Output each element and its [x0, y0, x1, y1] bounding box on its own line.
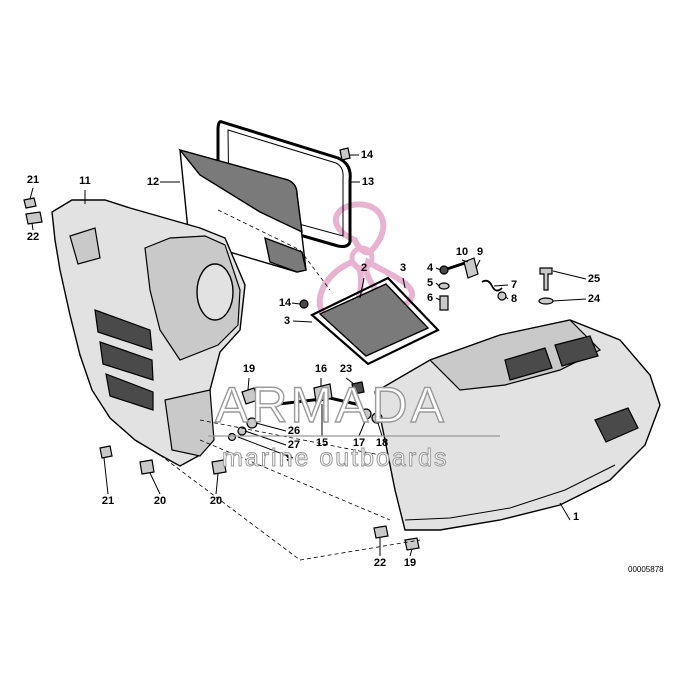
- left-panel-round-cutout: [196, 263, 234, 321]
- windscreen-mesh-hatch: [178, 148, 303, 234]
- left-side-panel-vent-1: [94, 309, 153, 351]
- reference-code: 00005878: [628, 565, 664, 574]
- callout-label: 11: [79, 175, 91, 187]
- bracket-10: [463, 257, 479, 279]
- callout-label: 14: [279, 297, 292, 309]
- screw-21-bottom: [99, 445, 113, 459]
- left-side-panel-opening-top: [69, 227, 101, 265]
- clip-19-bottom: [404, 537, 420, 551]
- assembly-dash-2: [199, 419, 381, 456]
- callout-label: 16: [315, 363, 327, 375]
- left-panel-lower-bracket: [164, 389, 215, 457]
- callout-label: 6: [427, 292, 433, 304]
- fairing-vent-2: [554, 335, 599, 367]
- callout-label: 17: [353, 437, 365, 449]
- nut-18: [371, 412, 383, 424]
- watermark-tagline: marine outboards: [222, 444, 449, 472]
- vent-grille-mesh: [318, 283, 430, 357]
- callout-label: 3: [284, 315, 290, 327]
- assembly-dash-1: [217, 209, 331, 291]
- grommet-14-lower: [299, 299, 309, 309]
- nut-8: [497, 291, 507, 301]
- watermark-brand: ARMADA: [215, 377, 447, 433]
- callout-label: 10: [456, 246, 468, 258]
- callout-label: 25: [588, 273, 600, 285]
- rubber-grommet-23: [351, 381, 365, 395]
- assembly-dash-3: [199, 439, 391, 521]
- washer-9-lower: [227, 432, 237, 442]
- screw-20-left: [139, 459, 155, 475]
- callout-label: 26: [288, 425, 300, 437]
- callout-label: 9: [477, 246, 483, 258]
- callout-label: 15: [316, 437, 328, 449]
- screw-20-right: [211, 459, 227, 475]
- strut-bracket-19: [241, 387, 259, 405]
- bolt-6: [439, 295, 449, 311]
- callout-label: 3: [400, 262, 406, 274]
- clip-14-top: [339, 147, 351, 161]
- callout-label: 14: [361, 149, 374, 161]
- callout-label: 20: [210, 495, 222, 507]
- nut-4: [439, 265, 449, 275]
- washer-5: [438, 282, 450, 290]
- clip-22-bottom: [373, 525, 389, 539]
- fairing-side-intake: [594, 407, 639, 443]
- leader-lines: [29, 154, 587, 557]
- callout-label: 4: [427, 262, 434, 274]
- screw-21-top: [23, 197, 37, 209]
- clip-22-top: [25, 211, 43, 225]
- callout-label: 1: [573, 511, 579, 523]
- callout-label: 5: [427, 277, 433, 289]
- spring-7: [481, 279, 503, 292]
- callout-label: 23: [340, 363, 352, 375]
- callout-label: 19: [243, 363, 255, 375]
- left-side-panel-vent-3: [105, 373, 154, 411]
- callout-label: 22: [27, 231, 39, 243]
- callout-label: 24: [588, 293, 601, 305]
- vent-grille-frame: [310, 276, 440, 366]
- windscreen-mesh-hatch-2: [264, 236, 307, 273]
- callout-label: 9: [286, 452, 292, 464]
- callout-label: 27: [288, 439, 300, 451]
- callout-label: 19: [404, 557, 416, 569]
- windscreen-seal-frame-inner: [227, 129, 344, 237]
- callout-label: 8: [511, 293, 517, 305]
- callout-label: 20: [154, 495, 166, 507]
- callout-label: 2: [361, 262, 367, 274]
- fairing-vent-1: [504, 347, 553, 381]
- washer-24: [538, 297, 554, 305]
- strut-bracket-16: [313, 383, 333, 403]
- windscreen-seal-frame: [216, 120, 352, 248]
- callout-label: 7: [511, 279, 517, 291]
- callout-label: 22: [374, 557, 386, 569]
- callout-label: 21: [27, 174, 39, 186]
- left-side-panel-vent-2: [99, 341, 154, 381]
- fairing-lower-edge: [404, 464, 616, 521]
- screw-25: [539, 267, 553, 291]
- assembly-dash-4: [159, 454, 421, 561]
- callout-label: 13: [362, 176, 374, 188]
- callout-label: 12: [147, 176, 159, 188]
- callout-label: 21: [102, 495, 114, 507]
- callout-label: 18: [376, 437, 388, 449]
